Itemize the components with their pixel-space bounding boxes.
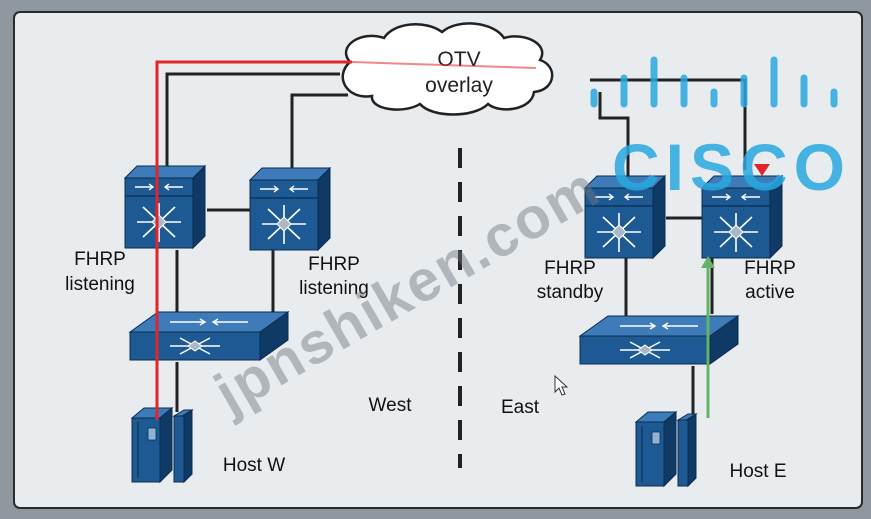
site-label-west: West xyxy=(369,395,413,416)
fhrp-west-left-role-line2: listening xyxy=(65,274,135,295)
cisco-logo-watermark: CISCO xyxy=(590,56,851,204)
cloud-label-line2: overlay xyxy=(425,74,493,97)
network-links xyxy=(165,72,747,416)
access-switch-east xyxy=(579,315,739,365)
mouse-cursor-icon xyxy=(554,374,569,396)
cisco-wordmark: CISCO xyxy=(612,130,851,204)
site-label-east: East xyxy=(501,397,540,418)
fhrp-east-right-role-line1: FHRP xyxy=(744,258,796,279)
fhrp-west-right-role-line1: FHRP xyxy=(308,254,360,275)
host-e-label: Host E xyxy=(729,461,786,482)
cloud-label-line1: OTV xyxy=(437,48,480,71)
host-w-server-icon xyxy=(131,407,193,483)
switch-west-left xyxy=(124,165,206,249)
diagram-canvas xyxy=(13,11,863,509)
fhrp-west-right-role-line2: listening xyxy=(299,278,369,299)
host-e-server-icon xyxy=(635,411,697,487)
fhrp-east-left-role-line2: standby xyxy=(537,282,604,303)
red-traffic-path xyxy=(155,60,770,420)
green-traffic-path xyxy=(701,256,715,418)
fhrp-east-right-role-line2: active xyxy=(745,282,795,303)
green-arrow-head xyxy=(701,256,715,268)
switch-west-right xyxy=(249,167,331,251)
fhrp-west-left-role-line1: FHRP xyxy=(74,249,126,270)
host-w-label: Host W xyxy=(223,455,285,476)
otv-overlay-cloud: OTV overlay xyxy=(341,22,554,116)
red-arrow-head xyxy=(754,164,770,176)
fhrp-east-left-role-line1: FHRP xyxy=(544,258,596,279)
